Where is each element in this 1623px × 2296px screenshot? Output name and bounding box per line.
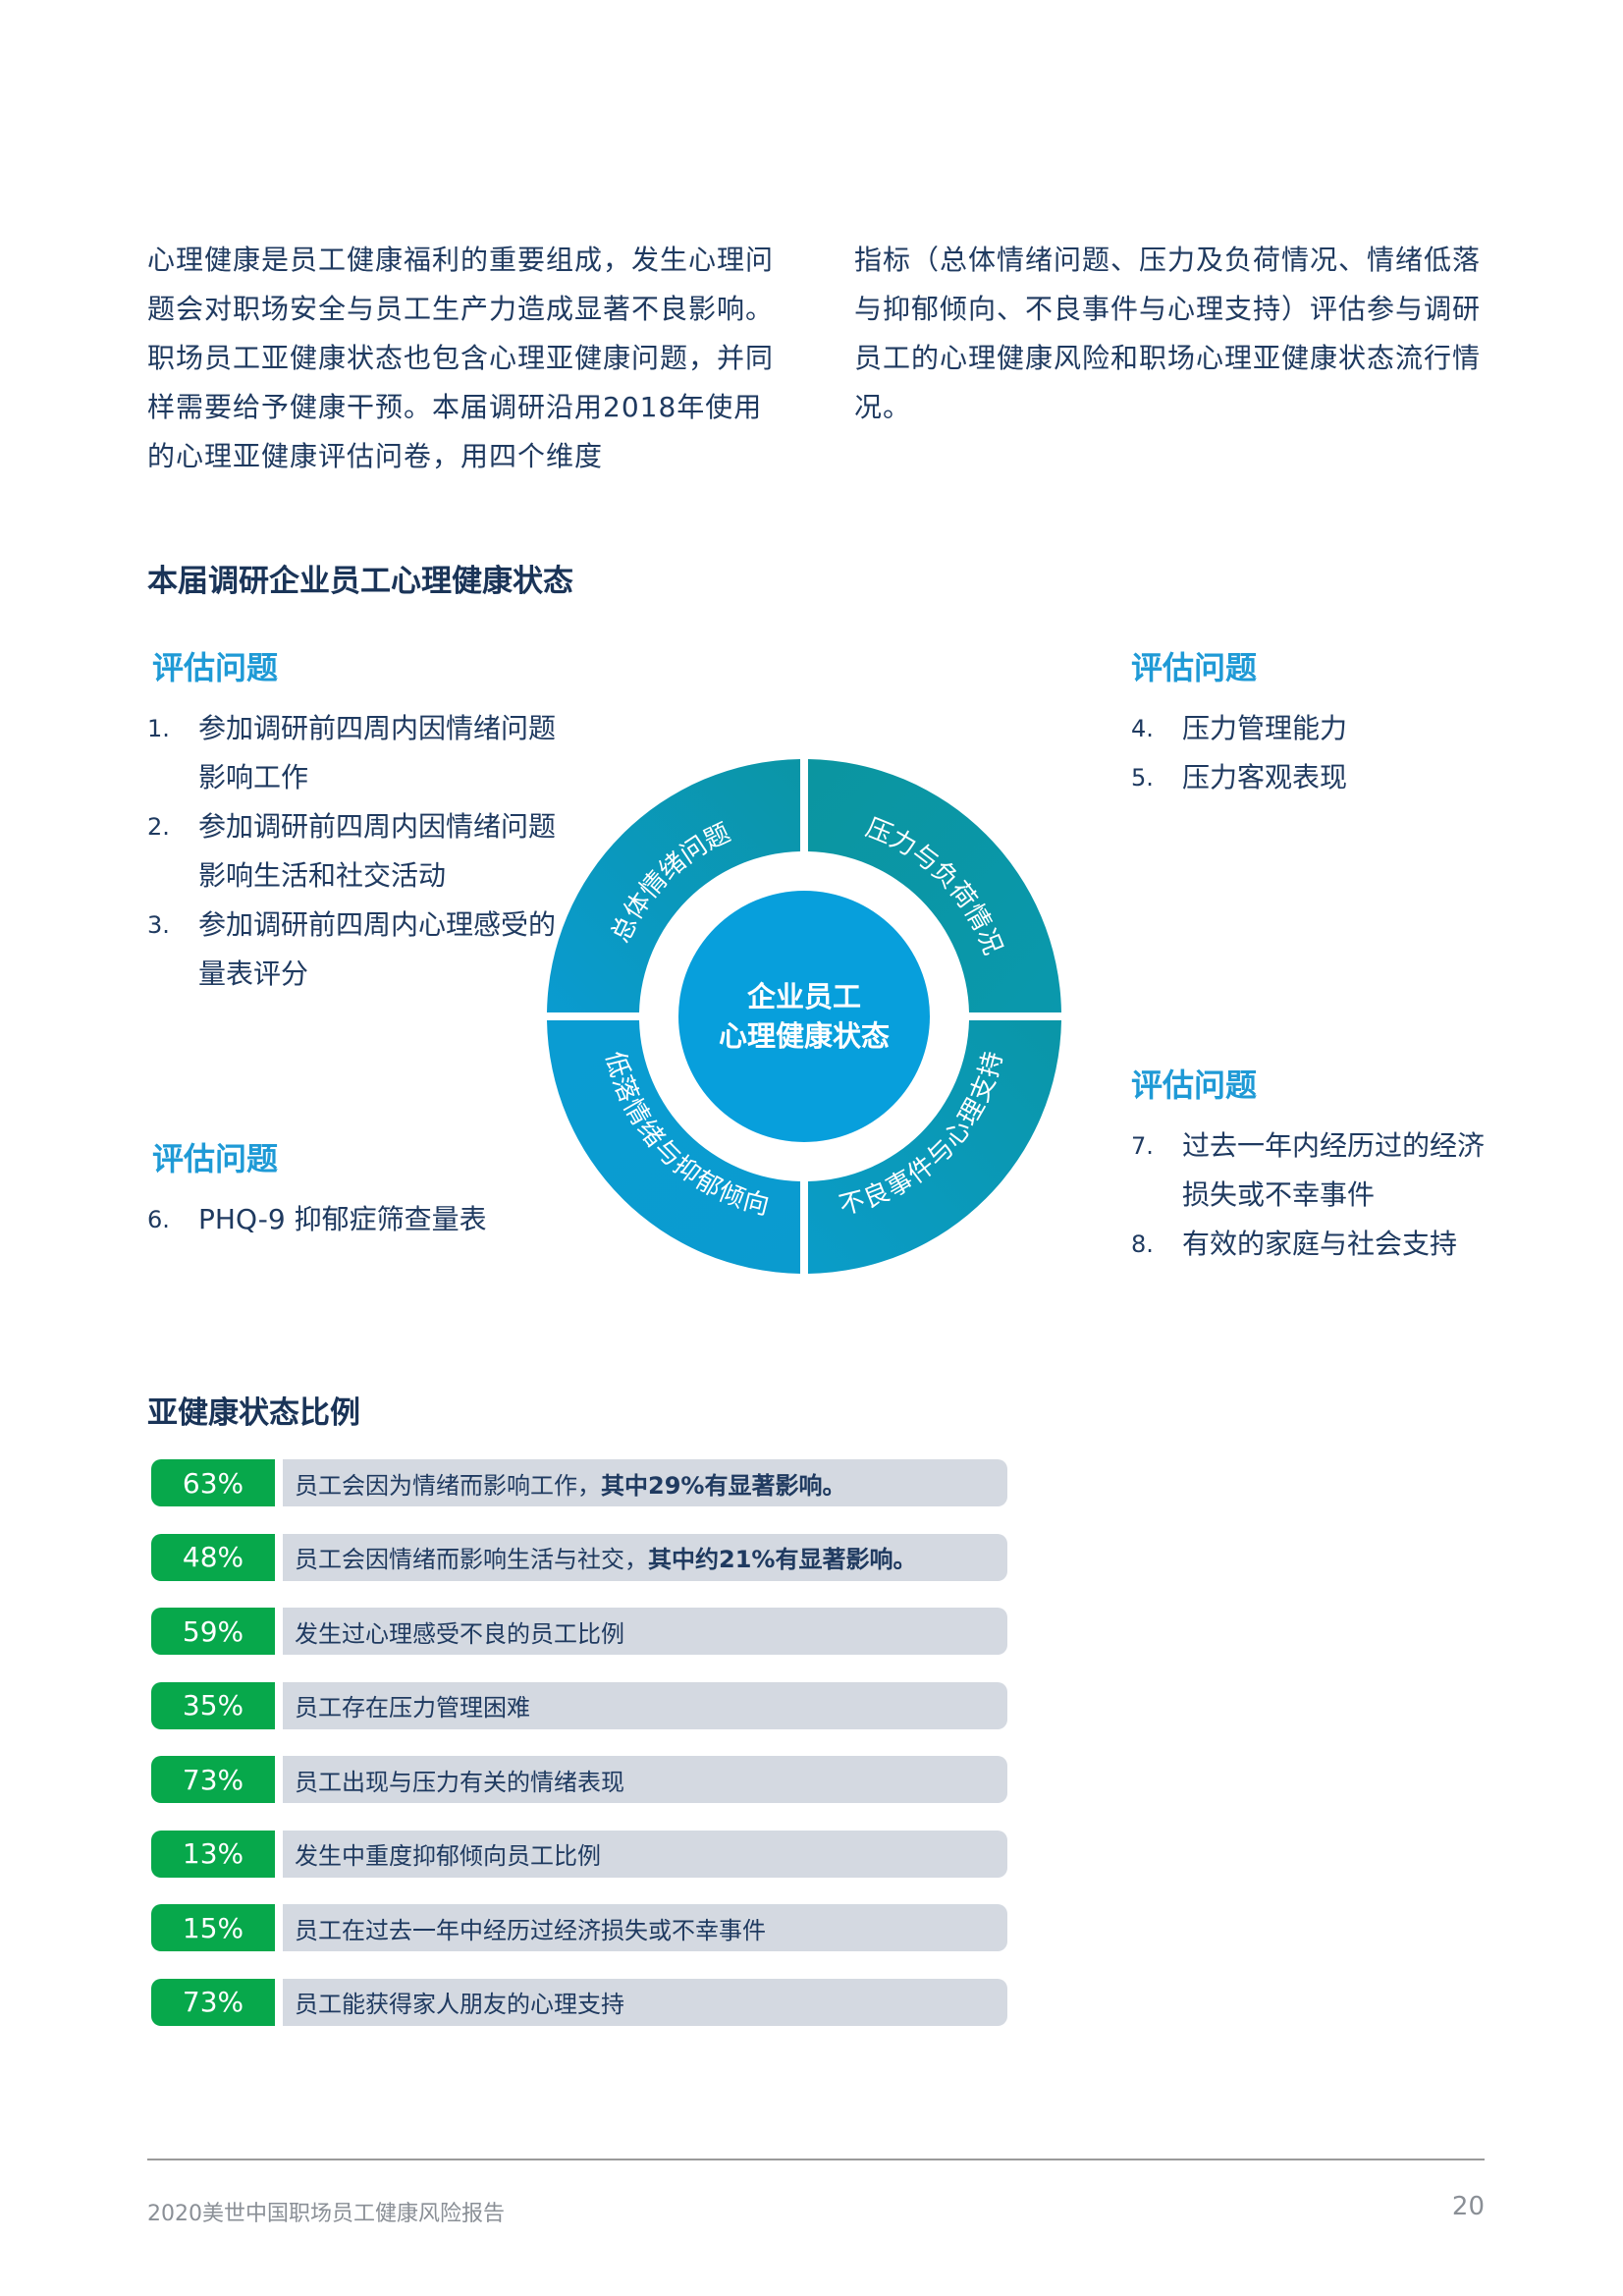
segment-top-right — [808, 759, 1061, 1012]
footer-divider — [147, 2159, 1485, 2160]
stat-description: 员工会因情绪而影响生活与社交，其中约21%有显著影响。 — [283, 1533, 1007, 1581]
question-item: 1. 参加调研前四周内因情绪问题影响工作 — [147, 712, 557, 793]
question-item: 6. PHQ-9 抑郁症筛查量表 — [147, 1203, 487, 1235]
intro-paragraph-left: 心理健康是员工健康福利的重要组成，发生心理问题会对职场安全与员工生产力造成显著不… — [147, 244, 775, 472]
center-label-line2: 心理健康状态 — [718, 1019, 890, 1053]
eval-group-2: 评估问题 4. 压力管理能力 5. 压力客观表现 — [1131, 643, 1504, 802]
eval-title: 评估问题 — [152, 649, 279, 686]
eval-title: 评估问题 — [152, 1140, 279, 1177]
segment-bottom-left — [547, 1020, 800, 1274]
stat-percentage: 59% — [151, 1608, 275, 1655]
center-circle — [678, 891, 930, 1142]
stat-description: 员工会因为情绪而影响工作，其中29%有显著影响。 — [283, 1459, 1007, 1506]
eval-group-4: 评估问题 7. 过去一年内经历过的经济损失或不幸事件 8. 有效的家庭与社会支持 — [1131, 1061, 1504, 1269]
stat-row: 15% 员工在过去一年中经历过经济损失或不幸事件 — [151, 1904, 1015, 1951]
segment-top-left — [547, 759, 800, 1012]
question-item: 7. 过去一年内经历过的经济损失或不幸事件 — [1131, 1129, 1486, 1211]
question-item: 3. 参加调研前四周内心理感受的量表评分 — [147, 908, 557, 990]
stat-row: 73% 员工能获得家人朋友的心理支持 — [151, 1978, 1015, 2026]
stat-description: 员工在过去一年中经历过经济损失或不幸事件 — [283, 1904, 1007, 1951]
stat-percentage: 73% — [151, 1978, 275, 2026]
footer-report-title: 2020美世中国职场员工健康风险报告 — [147, 2202, 505, 2226]
stat-percentage: 15% — [151, 1904, 275, 1951]
section-title-mental-health: 本届调研企业员工心理健康状态 — [147, 564, 573, 599]
stat-description: 员工能获得家人朋友的心理支持 — [283, 1978, 1007, 2026]
stat-description: 员工出现与压力有关的情绪表现 — [283, 1756, 1007, 1803]
segment-bottom-right — [808, 1020, 1061, 1274]
mental-health-ring-diagram: 总体情绪问题 压力与负荷情况 低落情绪与抑郁倾向 不良事件与心理支持 企业员工 … — [546, 758, 1062, 1275]
stat-description: 发生过心理感受不良的员工比例 — [283, 1608, 1007, 1655]
stat-row: 48% 员工会因情绪而影响生活与社交，其中约21%有显著影响。 — [151, 1533, 1015, 1581]
center-label: 企业员工 心理健康状态 — [546, 758, 1062, 1275]
stat-description: 发生中重度抑郁倾向员工比例 — [283, 1830, 1007, 1878]
center-label-line1: 企业员工 — [746, 980, 861, 1013]
stat-row: 63% 员工会因为情绪而影响工作，其中29%有显著影响。 — [151, 1459, 1015, 1506]
stat-percentage: 35% — [151, 1681, 275, 1729]
stat-row: 59% 发生过心理感受不良的员工比例 — [151, 1608, 1015, 1655]
question-item: 5. 压力客观表现 — [1131, 761, 1348, 793]
question-item: 8. 有效的家庭与社会支持 — [1131, 1228, 1458, 1260]
eval-title: 评估问题 — [1131, 1066, 1258, 1104]
stat-percentage: 48% — [151, 1533, 275, 1581]
stat-row: 73% 员工出现与压力有关的情绪表现 — [151, 1756, 1015, 1803]
intro-paragraph-right: 指标（总体情绪问题、压力及负荷情况、情绪低落与抑郁倾向、不良事件与心理支持）评估… — [854, 244, 1482, 423]
ring-diagram-graphic: 总体情绪问题 压力与负荷情况 低落情绪与抑郁倾向 不良事件与心理支持 — [547, 759, 1061, 1274]
eval-group-3: 评估问题 6. PHQ-9 抑郁症筛查量表 — [147, 1134, 565, 1244]
stat-percentage: 63% — [151, 1459, 275, 1506]
eval-title: 评估问题 — [1131, 649, 1258, 686]
subhealth-stats-list: 63% 员工会因为情绪而影响工作，其中29%有显著影响。 48% 员工会因情绪而… — [151, 1459, 1015, 2052]
stat-description: 员工存在压力管理困难 — [283, 1681, 1007, 1729]
stat-percentage: 73% — [151, 1756, 275, 1803]
page-number: 20 — [1451, 2192, 1485, 2221]
stat-percentage: 13% — [151, 1830, 275, 1878]
stat-row: 35% 员工存在压力管理困难 — [151, 1681, 1015, 1729]
stat-row: 13% 发生中重度抑郁倾向员工比例 — [151, 1830, 1015, 1878]
question-item: 2. 参加调研前四周内因情绪问题影响生活和社交活动 — [147, 810, 557, 892]
section-title-subhealth: 亚健康状态比例 — [147, 1395, 360, 1431]
question-item: 4. 压力管理能力 — [1131, 712, 1348, 744]
eval-group-1: 评估问题 1. 参加调研前四周内因情绪问题影响工作 2. 参加调研前四周内因情绪… — [147, 643, 565, 999]
